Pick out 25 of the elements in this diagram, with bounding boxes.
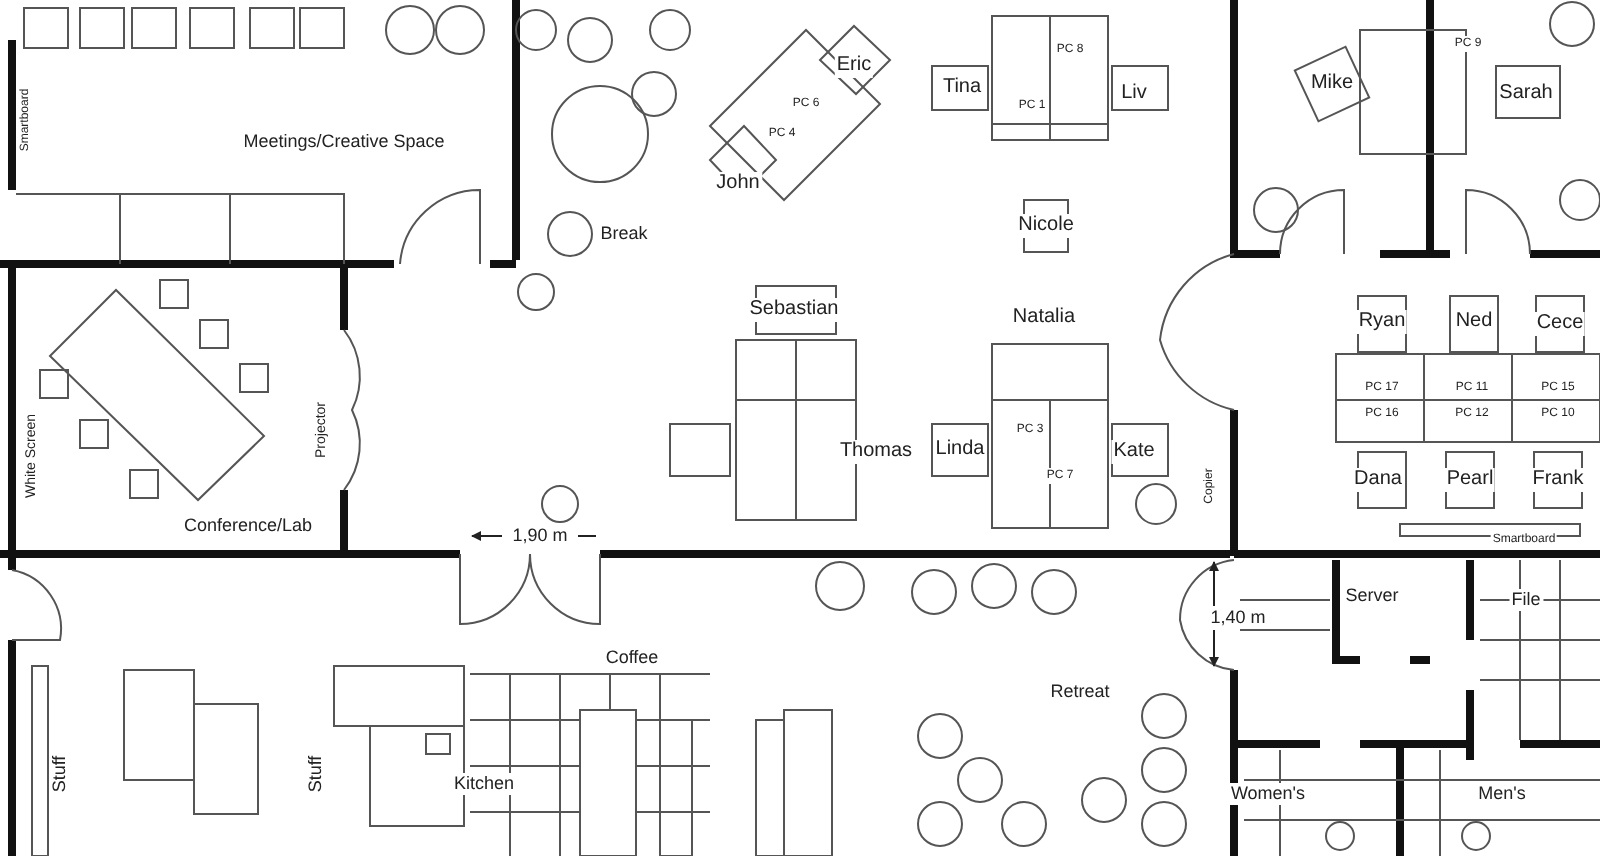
room-label: Meetings/Creative Space	[241, 131, 447, 153]
room-label: Stuff	[305, 753, 327, 795]
person-name: Thomas	[837, 440, 915, 464]
room-label: Server	[1343, 585, 1401, 607]
room-label: Women's	[1228, 783, 1308, 805]
room-label: Break	[598, 223, 650, 245]
person-name: Kate	[1111, 440, 1157, 464]
person-name: Cece	[1534, 312, 1586, 336]
person-name: Nicole	[1016, 214, 1076, 238]
person-name: Dana	[1352, 468, 1404, 492]
room-label: Kitchen	[451, 773, 517, 795]
dimension-label: 1,40 m	[1208, 607, 1268, 629]
room-label: Conference/Lab	[181, 515, 315, 537]
person-name: Eric	[834, 54, 874, 78]
room-label: Stuff	[49, 753, 71, 795]
dimension-label: 1,90 m	[510, 525, 570, 547]
room-label: Retreat	[1048, 681, 1112, 703]
person-name: Frank	[1530, 468, 1586, 492]
room-label: File	[1509, 589, 1543, 611]
person-name: Pearl	[1444, 468, 1496, 492]
person-name: Ryan	[1356, 310, 1408, 334]
person-name: John	[714, 172, 762, 196]
person-name: Sebastian	[747, 298, 841, 322]
room-label: Coffee	[603, 647, 661, 669]
room-label: Men's	[1476, 783, 1528, 805]
